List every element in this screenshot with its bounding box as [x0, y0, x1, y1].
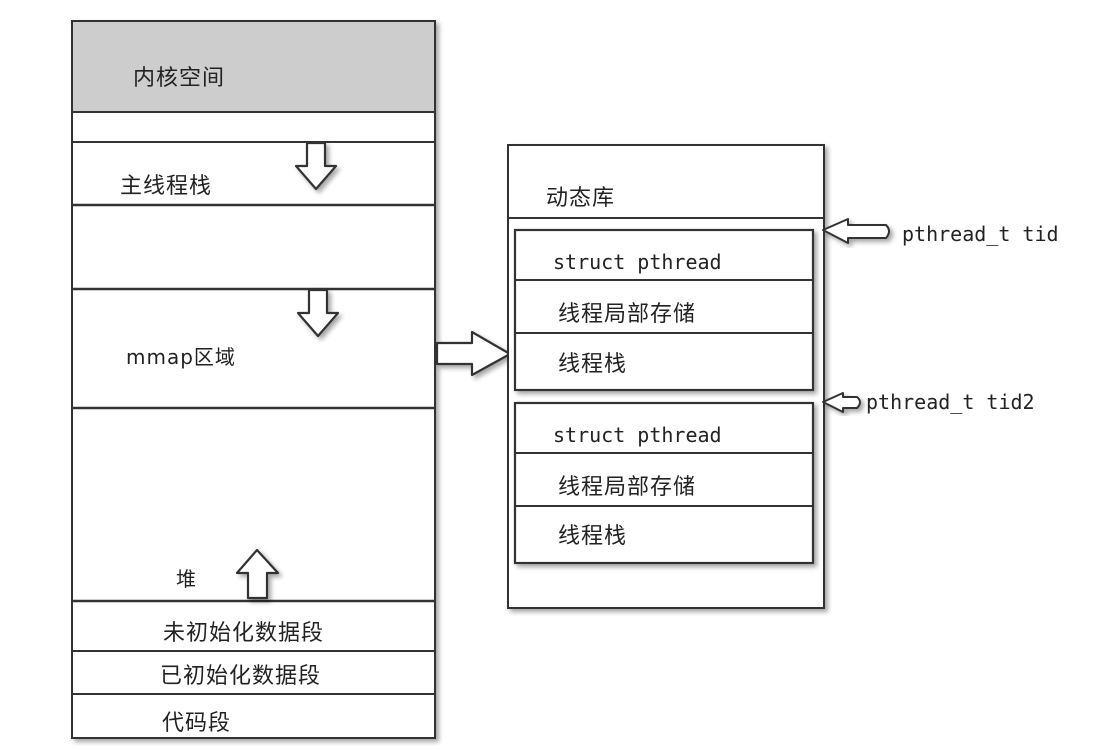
data-segment-label: 已初始化数据段 — [160, 664, 322, 689]
tid2-pointer-arrow-icon — [822, 392, 861, 413]
mmap-to-library-arrow-icon — [435, 330, 512, 377]
bss-segment-label: 未初始化数据段 — [163, 621, 325, 646]
thread2-tls-label: 线程局部存储 — [558, 475, 697, 500]
thread1-tls-label: 线程局部存储 — [558, 302, 697, 327]
thread2-block — [513, 401, 815, 565]
main-stack-label: 主线程栈 — [120, 174, 213, 199]
mmap-down-arrow-icon — [296, 288, 340, 338]
mmap-region-label: mmap区域 — [126, 345, 236, 369]
tid-pointer-arrow-icon — [822, 218, 890, 244]
process-memory-column — [71, 20, 436, 739]
heap-label: 堆 — [176, 567, 197, 591]
kernel-space-block — [73, 22, 434, 112]
thread2-stack-label: 线程栈 — [558, 524, 628, 549]
thread1-struct-label: struct pthread — [553, 250, 722, 274]
main-stack-down-arrow-icon — [294, 141, 338, 191]
thread1-block — [513, 228, 815, 392]
heap-up-arrow-icon — [235, 548, 280, 600]
tid-pointer-label: pthread_t tid — [902, 222, 1059, 246]
text-segment-label: 代码段 — [162, 711, 232, 736]
thread1-stack-label: 线程栈 — [558, 352, 628, 377]
dynamic-library-title: 动态库 — [546, 186, 616, 211]
thread2-struct-label: struct pthread — [553, 423, 722, 447]
tid2-pointer-label: pthread_t tid2 — [866, 390, 1035, 414]
kernel-space-label: 内核空间 — [133, 66, 226, 91]
